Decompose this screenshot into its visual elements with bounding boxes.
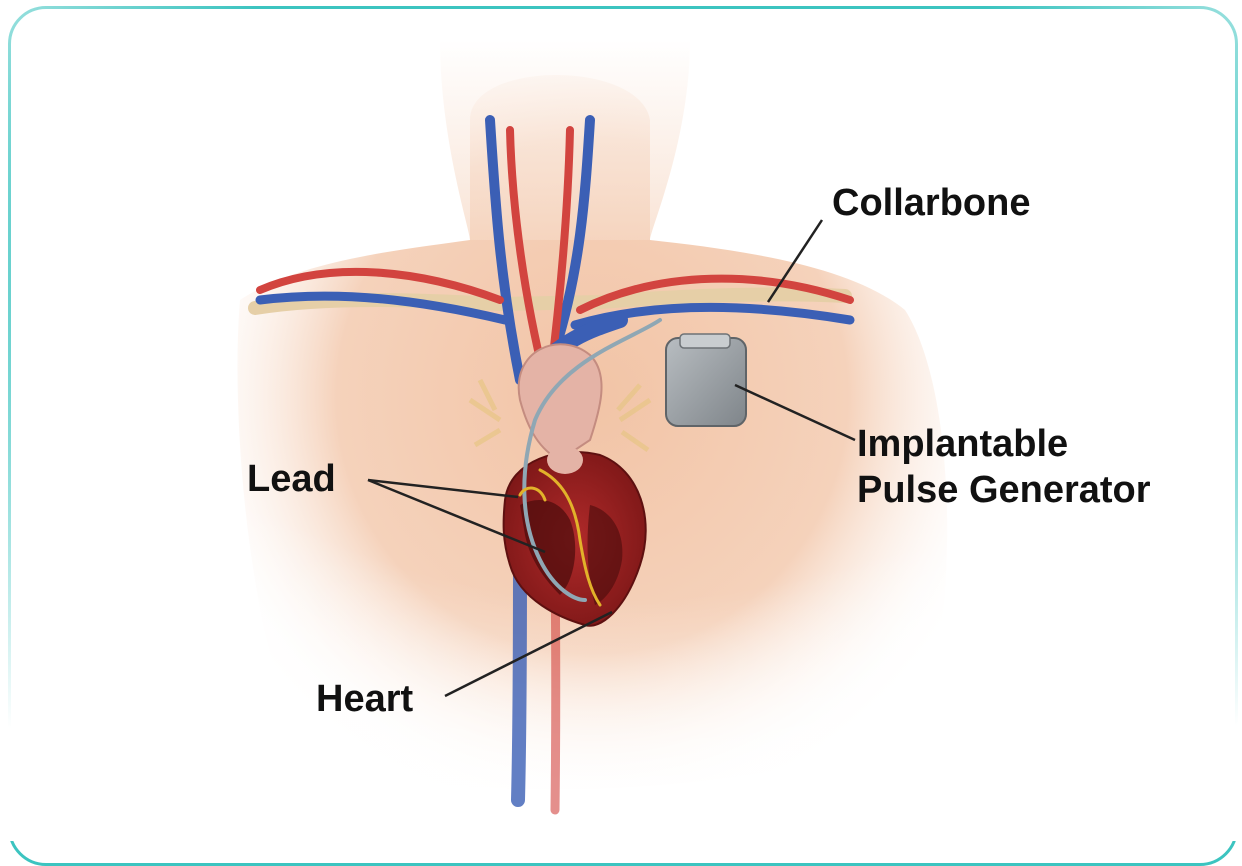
pulse-generator-label-line1: Implantable (857, 421, 1151, 467)
lead-label: Lead (247, 456, 336, 502)
collarbone-label: Collarbone (832, 180, 1030, 226)
pulse-generator-label-line2: Pulse Generator (857, 467, 1151, 513)
heart-label: Heart (316, 676, 413, 722)
pulse-generator-label: Implantable Pulse Generator (857, 421, 1151, 513)
pulse-generator-device (666, 334, 746, 426)
